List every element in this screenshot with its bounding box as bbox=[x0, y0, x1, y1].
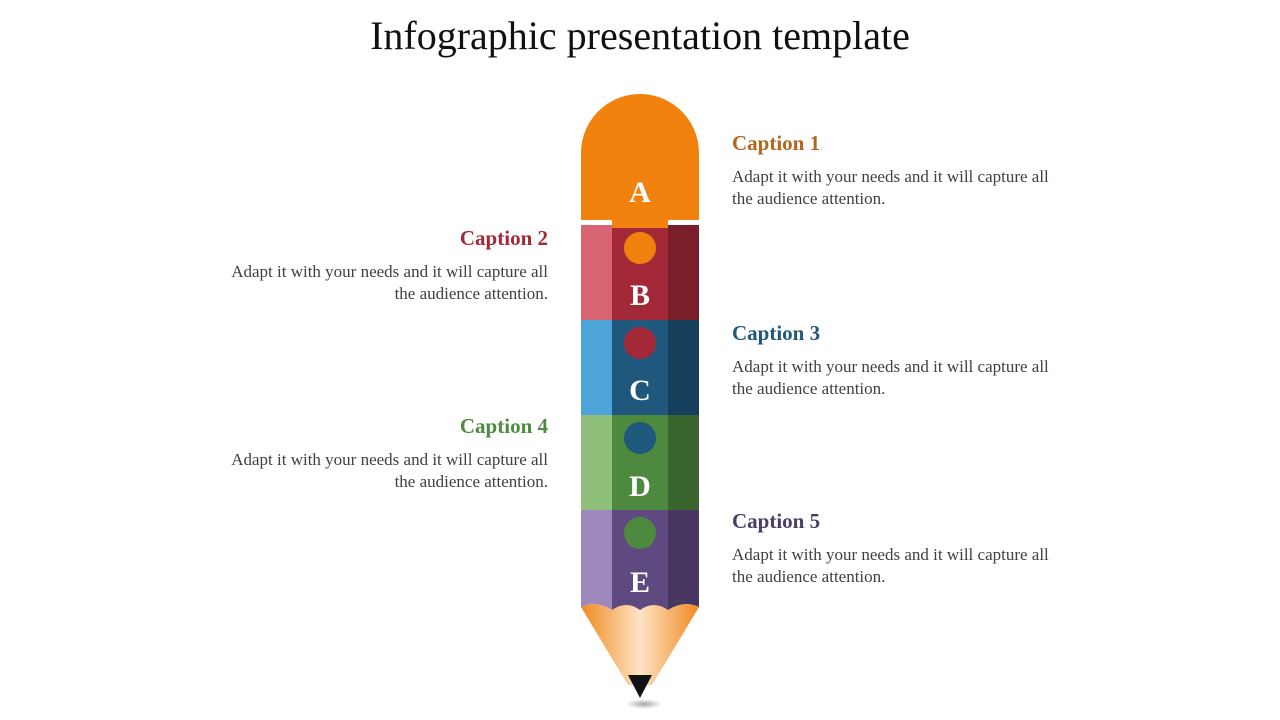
caption-1-title: Caption 1 bbox=[732, 131, 821, 155]
knob-a bbox=[624, 232, 656, 264]
segment-a-cap bbox=[581, 94, 699, 225]
page-title: Infographic presentation template bbox=[370, 13, 910, 58]
caption-5-text: Adapt it with your needs and it will cap… bbox=[732, 545, 1049, 586]
segment-c-left-band bbox=[581, 320, 612, 415]
segment-b-left-band bbox=[581, 225, 612, 320]
segment-e bbox=[581, 510, 699, 612]
caption-2-title: Caption 2 bbox=[459, 226, 548, 250]
pencil-tip-wood bbox=[581, 604, 699, 685]
caption-3: Caption 3 Adapt it with your needs and i… bbox=[732, 321, 1072, 400]
caption-5-title: Caption 5 bbox=[732, 509, 821, 533]
caption-4: Caption 4 Adapt it with your needs and i… bbox=[208, 414, 548, 493]
segment-c bbox=[581, 320, 699, 415]
segment-c-right-band bbox=[668, 320, 699, 415]
segment-d-right-band bbox=[668, 415, 699, 510]
segment-a-letter: A bbox=[629, 176, 651, 209]
segment-a bbox=[581, 94, 699, 228]
segment-d-left-band bbox=[581, 415, 612, 510]
knob-d bbox=[624, 517, 656, 549]
knob-c bbox=[624, 422, 656, 454]
caption-1-text: Adapt it with your needs and it will cap… bbox=[732, 167, 1049, 208]
caption-1: Caption 1 Adapt it with your needs and i… bbox=[732, 131, 1072, 210]
caption-3-text: Adapt it with your needs and it will cap… bbox=[732, 357, 1049, 398]
pencil-diagram: A B C D E bbox=[581, 94, 699, 709]
segment-e-right-band bbox=[668, 510, 699, 610]
caption-2: Caption 2 Adapt it with your needs and i… bbox=[208, 226, 548, 305]
pencil-tip-lead bbox=[628, 675, 652, 698]
segment-b-letter: B bbox=[630, 279, 650, 312]
segment-b bbox=[581, 225, 699, 320]
caption-5: Caption 5 Adapt it with your needs and i… bbox=[732, 509, 1072, 588]
segment-d bbox=[581, 415, 699, 510]
pencil-shadow bbox=[626, 699, 662, 709]
segment-c-letter: C bbox=[629, 374, 651, 407]
segment-b-right-band bbox=[668, 225, 699, 320]
segment-e-letter: E bbox=[630, 566, 650, 599]
segment-e-left-band bbox=[581, 510, 612, 610]
segment-d-letter: D bbox=[629, 470, 651, 503]
knob-b bbox=[624, 327, 656, 359]
caption-4-text: Adapt it with your needs and it will cap… bbox=[231, 450, 548, 491]
caption-3-title: Caption 3 bbox=[732, 321, 821, 345]
caption-2-text: Adapt it with your needs and it will cap… bbox=[231, 262, 548, 303]
caption-4-title: Caption 4 bbox=[459, 414, 548, 438]
